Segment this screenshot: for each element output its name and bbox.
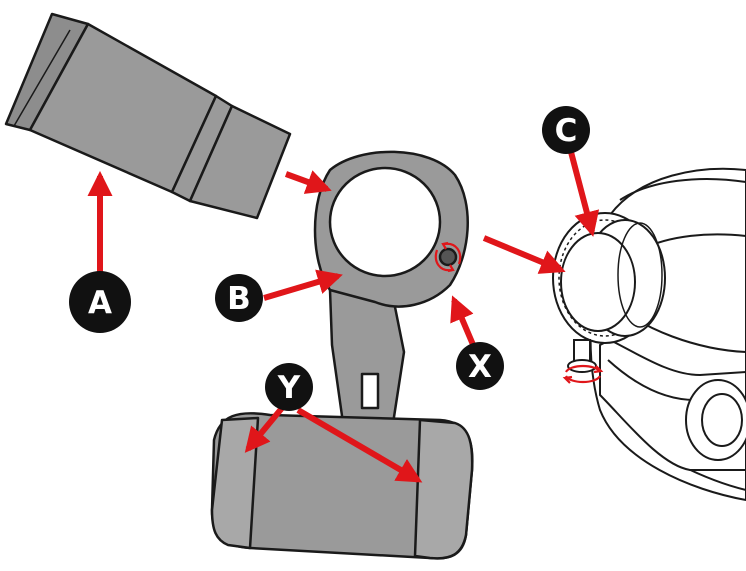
label-x: X xyxy=(468,349,492,385)
callout-arrows xyxy=(87,151,600,483)
arrow-clamp-to-scope xyxy=(482,235,566,274)
label-a: A xyxy=(88,285,112,321)
label-badge-y: Y xyxy=(265,363,313,411)
label-b: B xyxy=(227,281,251,317)
eyepiece xyxy=(4,12,292,220)
label-y: Y xyxy=(277,370,301,406)
scope-focus-ring xyxy=(552,212,666,373)
label-badge-b: B xyxy=(215,274,263,322)
arrow-c xyxy=(568,151,600,237)
label-badge-c: C xyxy=(542,106,590,154)
label-c: C xyxy=(555,113,578,149)
rotate-arrows-icon xyxy=(434,241,462,273)
arrow-eyepiece-to-clamp xyxy=(284,170,332,194)
label-badge-a: A xyxy=(69,271,131,333)
arrow-b xyxy=(263,269,343,301)
arrow-x xyxy=(450,295,477,349)
rotate-arrows-icon xyxy=(562,364,604,384)
adapter-clamp xyxy=(313,150,469,432)
label-badge-x: X xyxy=(456,342,504,390)
arrow-y-left xyxy=(244,406,285,453)
arrow-y-right xyxy=(296,407,423,483)
